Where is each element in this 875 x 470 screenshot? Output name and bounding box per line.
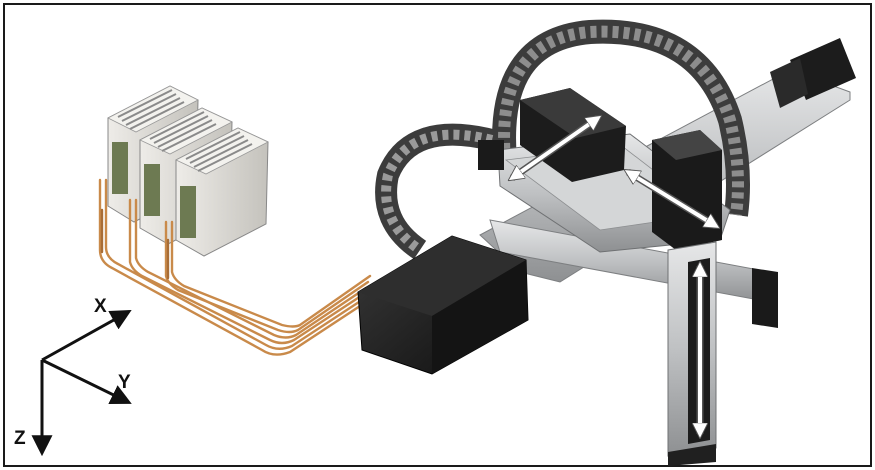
cable-chain-small-icon: [375, 123, 495, 260]
servo-motor-icon: [357, 235, 529, 375]
servo-drive-3: [175, 127, 269, 257]
cable-bundle-icon: [98, 178, 372, 356]
x-axis-label: X: [94, 296, 107, 317]
y-axis-label: Y: [118, 372, 131, 393]
image-frame: [3, 3, 872, 467]
z-axis-label: Z: [14, 428, 26, 449]
x-axis-line: [41, 309, 132, 362]
coordinate-axes: [31, 309, 132, 457]
cable-chain-icon: [492, 19, 750, 217]
y-axis-line: [41, 358, 132, 405]
servo-drive-unit-icon: [107, 85, 269, 257]
double-arrow-icon: [512, 118, 716, 434]
z-axis-column-icon: [667, 241, 717, 466]
